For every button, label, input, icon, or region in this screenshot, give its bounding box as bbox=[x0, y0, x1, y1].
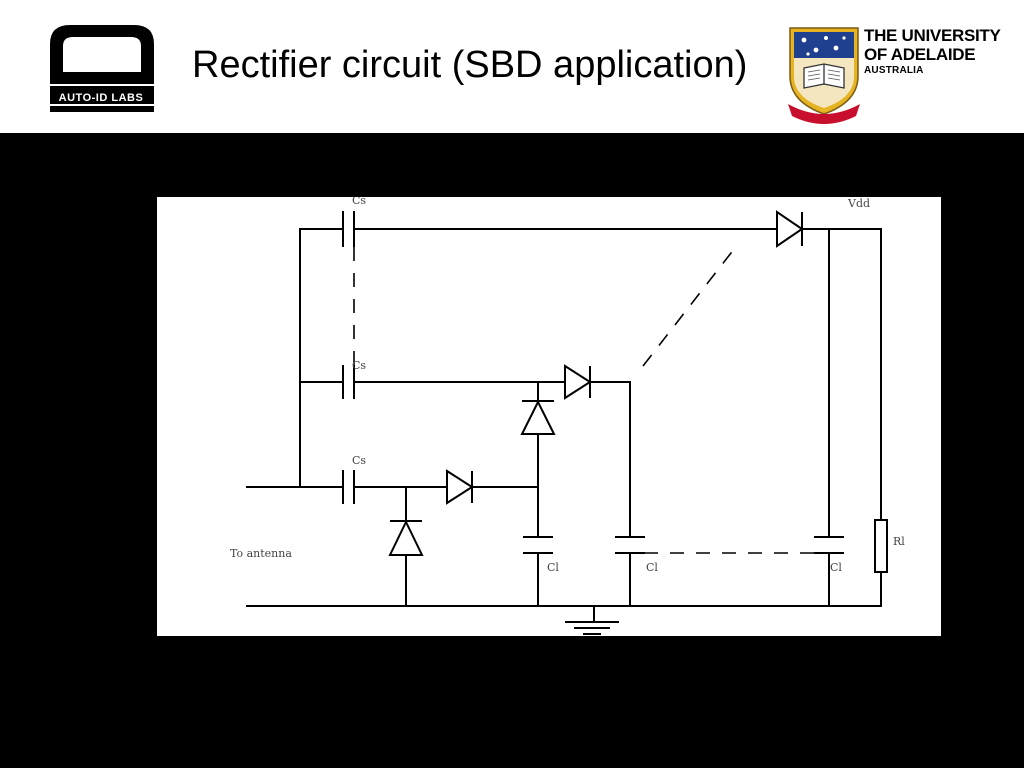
load-capacitor-1 bbox=[523, 536, 553, 554]
university-wordmark: THE UNIVERSITY OF ADELAIDE AUSTRALIA bbox=[864, 26, 1001, 77]
rectifier-circuit-diagram: Cs Cs Cs Vdd To antenna Cl Cl Cl Rl bbox=[157, 197, 941, 636]
diode-mid bbox=[564, 364, 592, 400]
load-capacitor-3 bbox=[814, 536, 844, 554]
university-country: AUSTRALIA bbox=[864, 65, 924, 76]
circuit-schematic: Cs Cs Cs Vdd To antenna Cl Cl Cl Rl bbox=[230, 197, 905, 635]
auto-id-arch-icon bbox=[50, 25, 154, 112]
slide-title: Rectifier circuit (SBD application) bbox=[192, 44, 748, 86]
label-cs-bot: Cs bbox=[352, 454, 366, 467]
ground-icon bbox=[565, 605, 619, 635]
label-cl-2: Cl bbox=[646, 561, 658, 574]
university-crest bbox=[786, 24, 862, 124]
dashed-continuation-stage bbox=[642, 243, 739, 367]
load-resistor bbox=[874, 519, 888, 573]
auto-id-labs-wordmark: AUTO-ID LABS bbox=[58, 92, 144, 104]
label-to-antenna: To antenna bbox=[230, 547, 292, 560]
university-name-line2: OF ADELAIDE bbox=[864, 45, 976, 64]
label-cs-top: Cs bbox=[352, 197, 366, 207]
label-vdd: Vdd bbox=[847, 197, 870, 210]
diode-mid-shunt bbox=[520, 399, 556, 435]
diode-top bbox=[776, 210, 804, 248]
slide-header: AUTO-ID LABS Rectifier circuit (SBD appl… bbox=[0, 0, 1024, 133]
label-rl: Rl bbox=[893, 535, 905, 548]
university-name-line1: THE UNIVERSITY bbox=[864, 26, 1001, 45]
label-cl-1: Cl bbox=[547, 561, 559, 574]
label-cl-3: Cl bbox=[830, 561, 842, 574]
load-capacitor-2 bbox=[615, 536, 645, 554]
diode-bottom-shunt bbox=[388, 519, 424, 556]
diode-bottom-series bbox=[446, 469, 474, 505]
label-cs-mid: Cs bbox=[352, 359, 366, 372]
coupling-capacitor-top bbox=[342, 211, 355, 247]
university-crest-icon bbox=[788, 27, 860, 124]
coupling-capacitor-bot bbox=[342, 470, 355, 504]
auto-id-labs-logo: AUTO-ID LABS bbox=[48, 22, 156, 114]
